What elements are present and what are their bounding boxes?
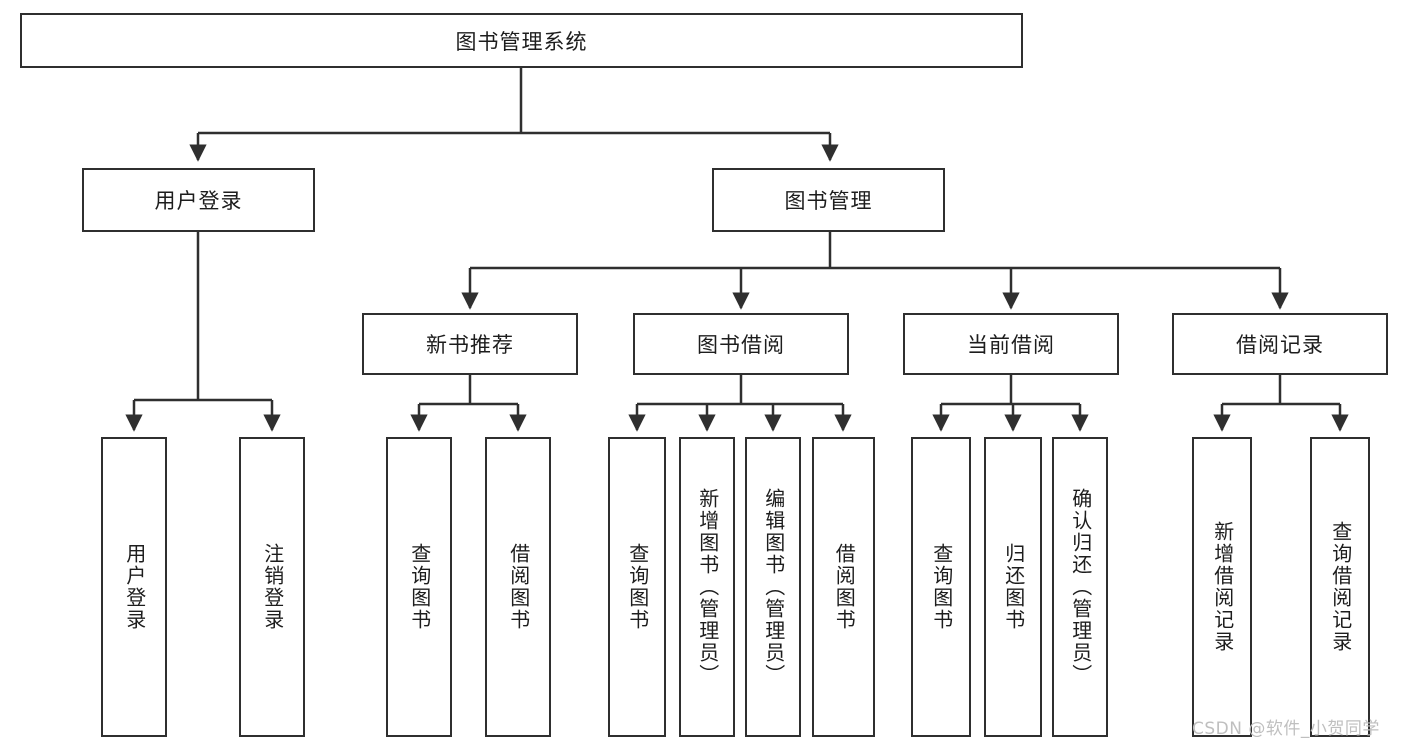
node-borrow-record-label: 借阅记录 [1236, 333, 1324, 357]
leaf-query-book-borrow[interactable]: 查询图书 [608, 437, 666, 737]
node-book-management[interactable]: 图书管理 [712, 168, 945, 232]
leaf-borrow-book-recommend-label: 借阅图书 [506, 543, 531, 631]
leaf-edit-book-admin[interactable]: 编辑图书（管理员） [745, 437, 801, 737]
leaf-query-book-recommend-label: 查询图书 [407, 543, 432, 631]
leaf-confirm-return-admin-label: 确认归还（管理员） [1068, 488, 1093, 686]
leaf-user-logout[interactable]: 注销登录 [239, 437, 305, 737]
leaf-confirm-return-admin[interactable]: 确认归还（管理员） [1052, 437, 1108, 737]
leaf-borrow-book-recommend[interactable]: 借阅图书 [485, 437, 551, 737]
node-root[interactable]: 图书管理系统 [20, 13, 1023, 68]
node-book-borrow[interactable]: 图书借阅 [633, 313, 849, 375]
csdn-watermark: CSDN @软件_小贺同学 [1192, 719, 1380, 739]
leaf-query-book-recommend[interactable]: 查询图书 [386, 437, 452, 737]
leaf-query-book-borrow-label: 查询图书 [625, 543, 650, 631]
leaf-borrow-book[interactable]: 借阅图书 [812, 437, 875, 737]
leaf-user-login[interactable]: 用户登录 [101, 437, 167, 737]
leaf-query-borrow-record[interactable]: 查询借阅记录 [1310, 437, 1370, 737]
node-root-label: 图书管理系统 [455, 29, 588, 54]
node-book-management-label: 图书管理 [784, 189, 873, 213]
leaf-query-book-current[interactable]: 查询图书 [911, 437, 971, 737]
node-user-login-label: 用户登录 [154, 189, 243, 213]
leaf-add-borrow-record[interactable]: 新增借阅记录 [1192, 437, 1252, 737]
leaf-return-book[interactable]: 归还图书 [984, 437, 1042, 737]
leaf-return-book-label: 归还图书 [1001, 543, 1026, 631]
node-new-book-recommend-label: 新书推荐 [426, 333, 514, 357]
leaf-borrow-book-label: 借阅图书 [832, 543, 857, 631]
leaf-add-borrow-record-label: 新增借阅记录 [1210, 521, 1235, 653]
node-user-login[interactable]: 用户登录 [82, 168, 315, 232]
node-new-book-recommend[interactable]: 新书推荐 [362, 313, 578, 375]
leaf-user-login-label: 用户登录 [122, 543, 147, 631]
leaf-user-logout-label: 注销登录 [260, 543, 285, 631]
leaf-add-book-admin[interactable]: 新增图书（管理员） [679, 437, 735, 737]
node-borrow-record[interactable]: 借阅记录 [1172, 313, 1388, 375]
leaf-query-book-current-label: 查询图书 [929, 543, 954, 631]
leaf-edit-book-admin-label: 编辑图书（管理员） [761, 488, 786, 686]
node-current-borrow[interactable]: 当前借阅 [903, 313, 1119, 375]
leaf-add-book-admin-label: 新增图书（管理员） [695, 488, 720, 686]
node-book-borrow-label: 图书借阅 [697, 333, 785, 357]
node-current-borrow-label: 当前借阅 [967, 333, 1055, 357]
leaf-query-borrow-record-label: 查询借阅记录 [1328, 521, 1353, 653]
